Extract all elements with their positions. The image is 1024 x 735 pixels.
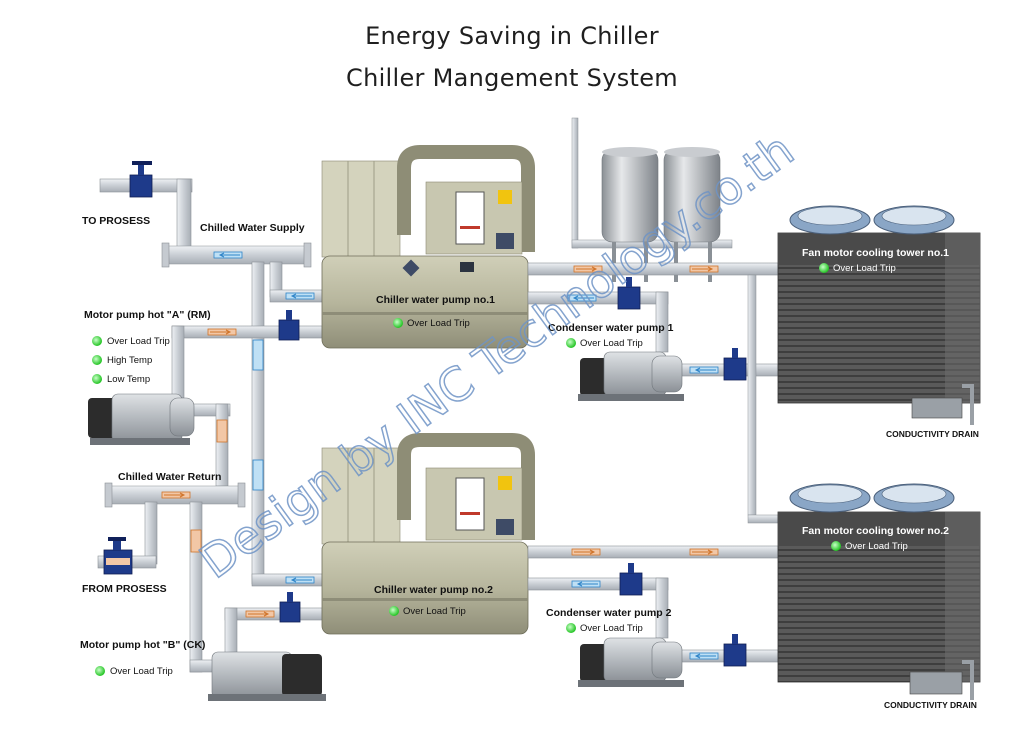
drain-1-label: CONDUCTIVITY DRAIN <box>886 429 979 439</box>
from-process-valve[interactable] <box>103 537 133 575</box>
overload-trip-label: Over Load Trip <box>580 338 643 349</box>
status-led-icon <box>393 318 403 328</box>
tower-1-label: Fan motor cooling tower no.1 <box>802 247 949 259</box>
status-led-icon <box>566 338 576 348</box>
tower-2-status: Over Load Trip <box>831 541 908 552</box>
chilled-water-return-label: Chilled Water Return <box>118 471 221 483</box>
status-led-icon <box>92 355 102 365</box>
overload-trip-label: Over Load Trip <box>107 336 170 347</box>
condenser-1-tower-valve[interactable] <box>723 348 747 381</box>
condenser-1-piping <box>527 262 779 524</box>
cooling-tower-2[interactable] <box>777 483 981 700</box>
chiller-unit-2[interactable] <box>321 433 535 635</box>
motor-pump-a-piping <box>171 325 323 487</box>
chiller-1-inlet-valve[interactable] <box>278 310 300 341</box>
from-process-label: FROM PROSESS <box>82 583 167 595</box>
to-process-label: TO PROSESS <box>82 215 150 227</box>
overload-trip-label: Over Load Trip <box>845 541 908 552</box>
chilled-water-supply-header <box>99 178 312 268</box>
condenser-2-tower-valve[interactable] <box>723 634 747 667</box>
motor-pump-a-label: Motor pump hot "A" (RM) <box>84 309 211 321</box>
overload-trip-label: Over Load Trip <box>403 606 466 617</box>
motor-pump-a[interactable] <box>88 393 195 445</box>
condenser-2-valve[interactable] <box>619 563 643 596</box>
expansion-tanks[interactable] <box>571 117 733 282</box>
chilled-water-supply-label: Chilled Water Supply <box>200 222 305 234</box>
motor-pump-a-status: Over Load Trip High Temp Low Temp <box>92 336 170 385</box>
low-temp-label: Low Temp <box>107 374 150 385</box>
overload-trip-label: Over Load Trip <box>110 666 173 677</box>
condenser-2-status: Over Load Trip <box>566 623 643 634</box>
status-led-icon <box>92 374 102 384</box>
condenser-pump-2[interactable] <box>578 637 684 687</box>
status-led-icon <box>92 336 102 346</box>
status-led-icon <box>819 263 829 273</box>
chiller-1-status: Over Load Trip <box>393 318 470 329</box>
motor-pump-b[interactable] <box>208 651 326 701</box>
chiller-2-inlet-valve[interactable] <box>279 592 301 623</box>
condenser-1-label: Condenser water pump 1 <box>548 322 674 334</box>
chiller-2-label: Chiller water pump no.2 <box>374 584 493 596</box>
chiller-2-status: Over Load Trip <box>389 606 466 617</box>
tower-2-label: Fan motor cooling tower no.2 <box>802 525 949 537</box>
overload-trip-label: Over Load Trip <box>407 318 470 329</box>
status-led-icon <box>389 606 399 616</box>
page-title: Energy Saving in Chiller <box>365 22 659 50</box>
cooling-tower-1[interactable] <box>777 205 981 425</box>
condenser-1-status: Over Load Trip <box>566 338 643 349</box>
status-led-icon <box>831 541 841 551</box>
overload-trip-label: Over Load Trip <box>833 263 896 274</box>
overload-trip-label: Over Load Trip <box>580 623 643 634</box>
motor-pump-b-label: Motor pump hot "B" (CK) <box>80 639 205 651</box>
condenser-1-valve[interactable] <box>617 277 641 310</box>
drain-2-label: CONDUCTIVITY DRAIN <box>884 700 977 710</box>
trunk-pipes <box>251 261 323 587</box>
status-led-icon <box>566 623 576 633</box>
status-led-icon <box>95 666 105 676</box>
motor-pump-b-status: Over Load Trip <box>95 666 173 677</box>
to-process-valve[interactable] <box>129 161 153 198</box>
chiller-1-label: Chiller water pump no.1 <box>376 294 495 306</box>
tower-1-status: Over Load Trip <box>819 263 896 274</box>
condenser-2-label: Condenser water pump 2 <box>546 607 672 619</box>
high-temp-label: High Temp <box>107 355 152 366</box>
page-subtitle: Chiller Mangement System <box>346 64 678 92</box>
condenser-pump-1[interactable] <box>578 351 684 401</box>
chiller-unit-1[interactable] <box>321 145 535 349</box>
